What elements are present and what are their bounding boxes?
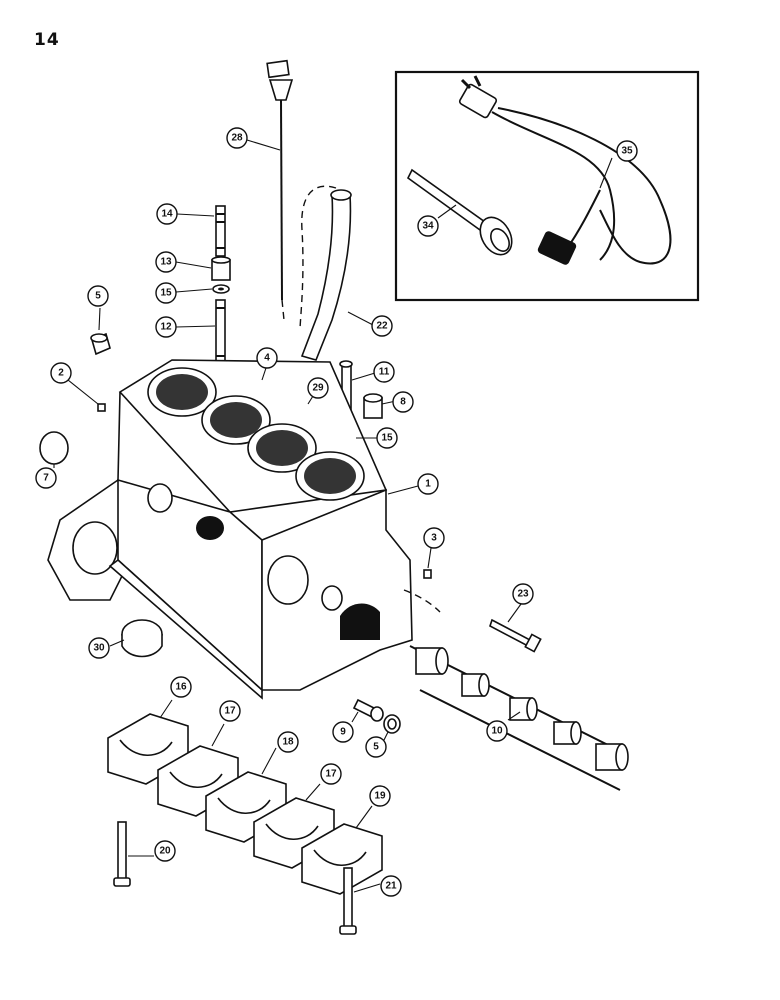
callouts: 35 34 28 14 13 15 12 5 22 4 2 29 11 8 15… (35, 127, 638, 897)
nut-part-13 (211, 256, 231, 281)
svg-text:3: 3 (431, 533, 437, 544)
svg-text:15: 15 (381, 433, 393, 444)
svg-text:34: 34 (422, 221, 434, 232)
washer-part-15 (212, 284, 230, 294)
stud-part-14 (215, 205, 226, 257)
svg-text:23: 23 (517, 589, 529, 600)
svg-text:35: 35 (621, 146, 633, 157)
svg-text:13: 13 (160, 257, 172, 268)
svg-text:20: 20 (159, 846, 171, 857)
svg-text:15: 15 (160, 288, 172, 299)
plug-part-5-bottom (383, 714, 401, 734)
callout-17-lower: 17 (320, 763, 342, 785)
svg-text:5: 5 (95, 291, 101, 302)
callout-11: 11 (373, 361, 395, 383)
callout-29: 29 (307, 377, 329, 399)
svg-text:19: 19 (374, 791, 386, 802)
callout-19: 19 (369, 785, 391, 807)
cap-bolt-part-21 (339, 867, 357, 935)
page-number: 14 (34, 30, 60, 50)
callout-2: 2 (50, 362, 72, 384)
dipstick-part-28 (266, 59, 294, 321)
svg-text:10: 10 (491, 726, 503, 737)
callout-21: 21 (380, 875, 402, 897)
svg-text:5: 5 (373, 742, 379, 753)
heater-kit-inset (394, 70, 700, 302)
callout-30: 30 (88, 637, 110, 659)
svg-text:11: 11 (379, 367, 390, 378)
plug-part-5-top (90, 332, 111, 356)
svg-text:9: 9 (340, 727, 346, 738)
dipstick-tube-part-22 (299, 185, 352, 361)
callout-18: 18 (277, 731, 299, 753)
callout-22: 22 (371, 315, 393, 337)
callout-8: 8 (392, 391, 414, 413)
svg-text:2: 2 (58, 368, 64, 379)
cap-bolt-part-20 (113, 821, 131, 887)
callout-17-upper: 17 (219, 700, 241, 722)
svg-text:29: 29 (312, 383, 324, 394)
bearing-cap-part-19 (301, 823, 383, 895)
svg-text:28: 28 (231, 133, 243, 144)
svg-text:7: 7 (43, 473, 49, 484)
callout-10: 10 (486, 720, 508, 742)
cam-bearings-part-10 (409, 645, 629, 791)
callout-14: 14 (156, 203, 178, 225)
callout-28: 28 (226, 127, 248, 149)
svg-text:21: 21 (385, 881, 397, 892)
svg-text:17: 17 (325, 769, 337, 780)
svg-text:12: 12 (160, 322, 172, 333)
svg-text:30: 30 (93, 643, 105, 654)
callout-7: 7 (35, 467, 57, 489)
heater-element-part-34 (406, 168, 513, 256)
callout-34: 34 (417, 215, 439, 237)
callout-15-lower: 15 (376, 427, 398, 449)
callout-35: 35 (616, 140, 638, 162)
heater-cord-part-35 (458, 75, 672, 265)
svg-text:8: 8 (400, 397, 406, 408)
callout-20: 20 (154, 840, 176, 862)
svg-text:1: 1 (425, 479, 431, 490)
callout-4: 4 (256, 347, 278, 369)
svg-text:22: 22 (376, 321, 388, 332)
screw-part-9 (352, 698, 384, 722)
callout-23: 23 (512, 583, 534, 605)
plug-part-2 (97, 403, 106, 412)
callout-9: 9 (332, 721, 354, 743)
callout-5-lower: 5 (365, 736, 387, 758)
callout-1: 1 (417, 473, 439, 495)
callout-12: 12 (155, 316, 177, 338)
callout-16: 16 (170, 676, 192, 698)
svg-text:18: 18 (282, 737, 294, 748)
svg-text:14: 14 (161, 209, 173, 220)
callout-13: 13 (155, 251, 177, 273)
svg-text:16: 16 (175, 682, 187, 693)
sleeve-part-8 (363, 393, 383, 419)
bolt-part-23 (403, 589, 542, 653)
seal-ring-part-7 (39, 431, 69, 465)
svg-text:17: 17 (224, 706, 236, 717)
stud-part-12 (215, 299, 226, 367)
callout-3: 3 (423, 527, 445, 549)
plug-part-3 (423, 569, 432, 579)
svg-text:4: 4 (264, 353, 270, 364)
core-plug-part-30 (121, 619, 163, 658)
callout-15-upper: 15 (155, 282, 177, 304)
callout-5-upper: 5 (87, 285, 109, 307)
